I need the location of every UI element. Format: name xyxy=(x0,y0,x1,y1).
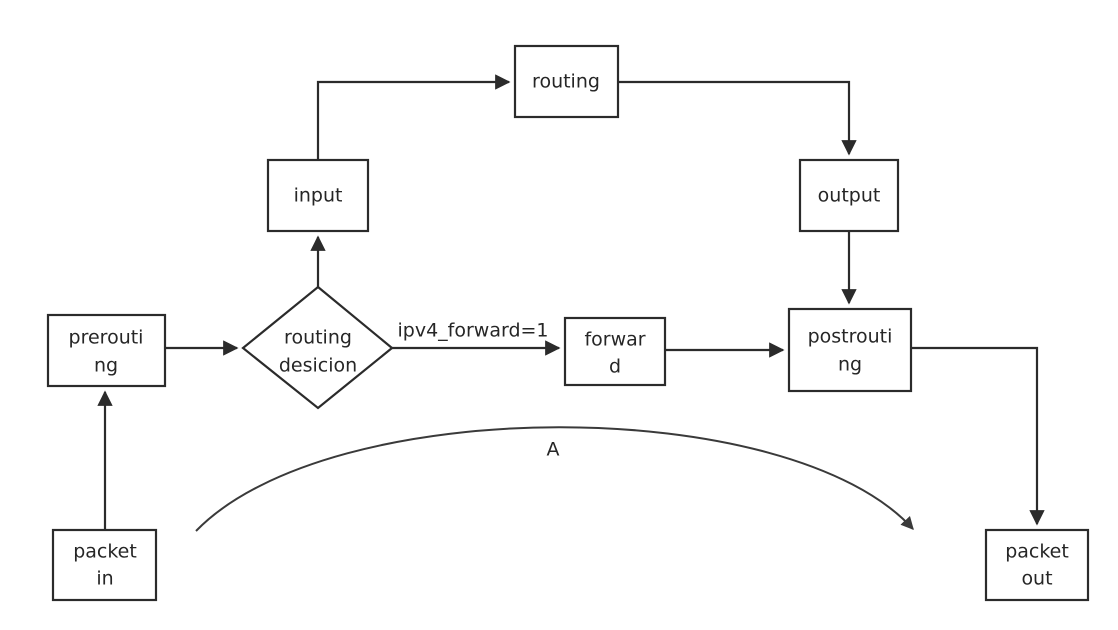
node-prerouting-box[interactable] xyxy=(46,313,167,388)
edge-input-to-routing xyxy=(316,74,511,160)
node-postrouting-box[interactable] xyxy=(787,307,913,393)
edge-postrouting-to-packet-out xyxy=(911,346,1045,526)
node-prerouting[interactable]: prerouti ng xyxy=(46,313,167,388)
node-postrouting-label-line1: postrouti xyxy=(808,326,893,348)
node-packet-in-label-line1: packet xyxy=(73,541,137,563)
node-forward-label-line2: d xyxy=(609,356,621,378)
node-output[interactable]: output xyxy=(798,158,900,233)
node-routing-decision-label-line2: desicion xyxy=(279,355,357,377)
node-routing-decision[interactable]: routing desicion xyxy=(241,285,394,410)
annotation-curve-label-a: A xyxy=(547,439,560,461)
node-routing-box[interactable] xyxy=(513,44,620,119)
node-routing-decision-diamond[interactable] xyxy=(241,285,394,410)
node-input-box[interactable] xyxy=(266,158,370,233)
node-packet-in[interactable]: packet in xyxy=(51,528,158,602)
edge-curved-path-a xyxy=(195,426,914,532)
node-packet-out-label-line1: packet xyxy=(1005,541,1069,563)
node-prerouting-label-line2: ng xyxy=(94,355,118,377)
node-packet-in-label-line2: in xyxy=(96,568,113,590)
node-packet-out[interactable]: packet out xyxy=(984,528,1090,602)
node-routing-label: routing xyxy=(532,71,600,93)
edge-label-ipv4-forward: ipv4_forward=1 xyxy=(397,320,548,342)
node-packet-in-box[interactable] xyxy=(51,528,158,602)
node-forward-box[interactable] xyxy=(563,316,667,387)
node-output-box[interactable] xyxy=(798,158,900,233)
node-input[interactable]: input xyxy=(266,158,370,233)
node-routing[interactable]: routing xyxy=(513,44,620,119)
node-input-label: input xyxy=(294,185,343,207)
label-layer: ipv4_forward=1 A xyxy=(397,320,559,461)
node-packet-out-label-line2: out xyxy=(1021,568,1052,590)
node-postrouting[interactable]: postrouti ng xyxy=(787,307,913,393)
node-packet-out-box[interactable] xyxy=(984,528,1090,602)
connector-layer xyxy=(97,74,1045,532)
node-forward-label-line1: forwar xyxy=(584,329,645,351)
edge-routing-to-output xyxy=(618,80,857,156)
node-output-label: output xyxy=(818,185,881,207)
node-layer: prerouti ng routing desicion input routi… xyxy=(46,44,1090,602)
node-routing-decision-label-line1: routing xyxy=(284,327,352,349)
node-prerouting-label-line1: prerouti xyxy=(69,327,144,349)
node-forward[interactable]: forwar d xyxy=(563,316,667,387)
node-postrouting-label-line2: ng xyxy=(838,354,862,376)
